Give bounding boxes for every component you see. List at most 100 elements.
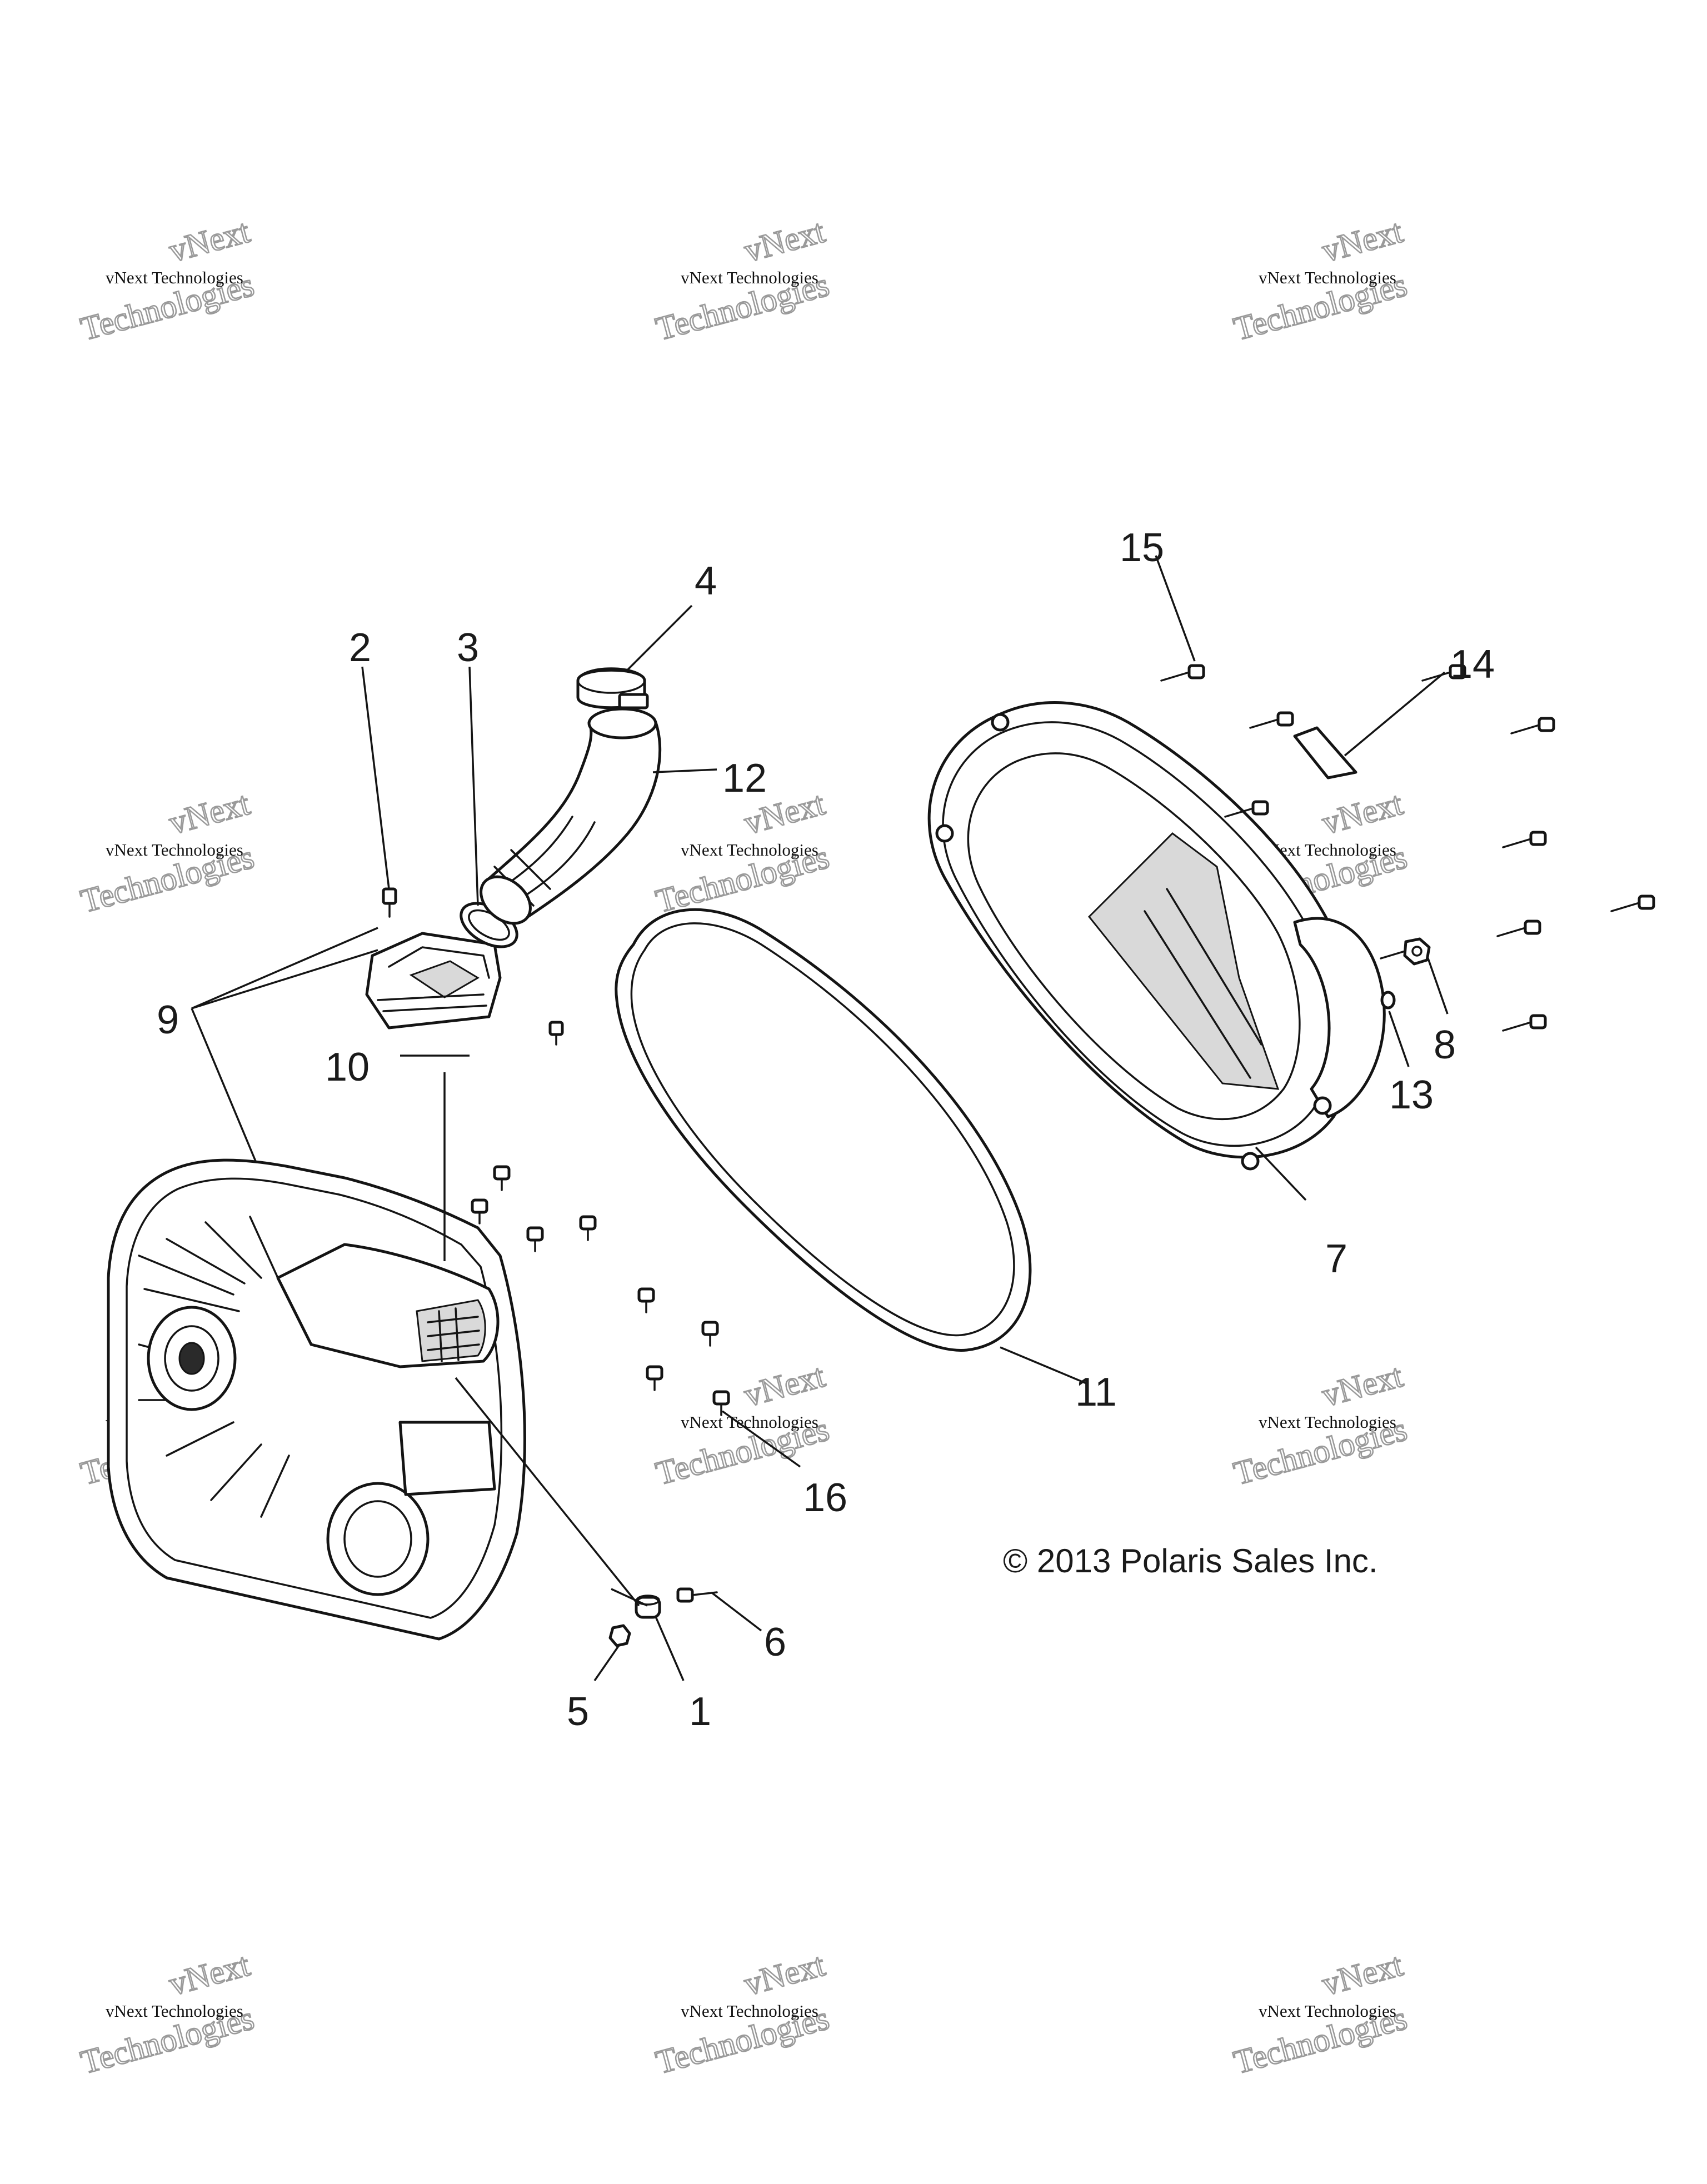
callout-2: 2 [349, 626, 371, 670]
watermark-text: vNext Technologies [106, 2001, 243, 2021]
outer-cover-rib [260, 1455, 290, 1518]
watermark-text: vNext Technologies [1259, 2001, 1396, 2021]
duct-adapter-rib [382, 1004, 487, 1012]
duct-adapter [365, 932, 502, 1029]
belt-inner [630, 922, 1015, 1337]
decal [1293, 726, 1357, 779]
callout-1: 1 [689, 1690, 711, 1734]
hose-bottom-opening [480, 875, 532, 925]
callout-14: 14 [1450, 642, 1495, 687]
hose-rib [510, 849, 551, 890]
duct-adapter-opening [409, 960, 480, 998]
watermark-vnext-outline: vNext [1318, 212, 1406, 269]
bolt [676, 1587, 718, 1603]
watermark-low-right: vNext Technologies vNext Technologies [1229, 1356, 1411, 1492]
bolt [1510, 717, 1555, 734]
inner-cover-bulge [1293, 917, 1386, 1118]
callout-9: 9 [157, 998, 179, 1042]
air-intake-hose [480, 707, 662, 925]
outer-cover-rim [126, 1177, 503, 1619]
bolt [471, 1198, 488, 1225]
inner-cover-inner-wall [967, 752, 1301, 1120]
bolt [526, 1226, 544, 1252]
watermark-bottom-left: vNext Technologies vNext Technologies [76, 1945, 258, 2081]
inner-cover-tab [935, 824, 954, 843]
callout-13: 13 [1389, 1073, 1434, 1117]
callout-4: 4 [695, 559, 717, 603]
watermark-top-right: vNext Technologies vNext Technologies [1229, 212, 1411, 348]
large-clamp-screw [618, 693, 649, 709]
outer-cover-flap [398, 1421, 496, 1496]
watermark-top-left: vNext Technologies vNext Technologies [76, 212, 258, 348]
watermark-bottom-right: vNext Technologies vNext Technologies [1229, 1945, 1411, 2081]
bolt [701, 1321, 719, 1347]
outer-cover-rib [138, 1255, 234, 1296]
watermark-text: vNext Technologies [681, 840, 818, 859]
inner-cover-rim [942, 721, 1335, 1147]
grille-line [427, 1343, 480, 1351]
grille-line [427, 1330, 480, 1337]
inner-cover-duct-edge [1144, 910, 1251, 1079]
watermark-vnext-outline: vNext [165, 1946, 253, 2002]
outer-cover-rib [166, 1421, 234, 1457]
screw [382, 887, 397, 918]
inner-cover-duct-plate [1087, 832, 1280, 1090]
bolt [1502, 1014, 1547, 1032]
watermark-vnext-outline: vNext [740, 212, 828, 269]
large-hose-clamp [576, 667, 649, 709]
leader-lines [191, 555, 1449, 1681]
callout-15: 15 [1120, 526, 1164, 570]
drive-hub-ring [164, 1325, 219, 1392]
watermark-mid-left: vNext Technologies vNext Technologies [76, 784, 258, 920]
duct-adapter-rib [377, 993, 485, 1001]
callout-12: 12 [722, 756, 767, 801]
watermark-vnext-outline: vNext [740, 1946, 828, 2002]
inner-clutch-cover [927, 701, 1386, 1171]
watermark-bottom-center: vNext Technologies vNext Technologies [651, 1945, 833, 2081]
callout-10: 10 [325, 1045, 370, 1089]
watermark-text: vNext Technologies [106, 268, 243, 287]
callout-7: 7 [1325, 1237, 1347, 1281]
callout-16: 16 [803, 1476, 847, 1520]
outer-cover-rib [204, 1221, 262, 1279]
bolt [1496, 919, 1541, 937]
watermark-text: vNext Technologies [681, 2001, 818, 2021]
callout-11: 11 [1075, 1370, 1117, 1415]
watermark-text: vNext Technologies [681, 1412, 818, 1432]
callout-8: 8 [1434, 1023, 1456, 1067]
screw [548, 1021, 564, 1046]
hose-top-opening [587, 707, 657, 739]
nut [608, 1624, 631, 1647]
watermark-top-center: vNext Technologies vNext Technologies [651, 212, 833, 348]
bolt [637, 1287, 655, 1313]
copyright-notice: © 2013 Polaris Sales Inc. [1003, 1542, 1378, 1580]
large-clamp-top [577, 667, 646, 694]
watermark-vnext-outline: vNext [1318, 1946, 1406, 2002]
outer-cover-rib [249, 1216, 279, 1279]
belt-outer [615, 908, 1032, 1352]
grille-line [427, 1316, 479, 1323]
inner-cover-duct-edge [1166, 888, 1262, 1046]
outer-cover-rib [143, 1288, 240, 1312]
bolt [1421, 664, 1466, 682]
drive-belt [615, 908, 1032, 1352]
watermark-vnext-outline: vNext [1318, 784, 1406, 841]
bolt [1610, 894, 1655, 912]
bolt [646, 1365, 663, 1391]
outer-clutch-cover [107, 1158, 526, 1641]
grommet [635, 1595, 661, 1619]
driven-hub [326, 1482, 430, 1596]
bolt [1160, 664, 1205, 682]
watermark-vnext-outline: vNext [1318, 1357, 1406, 1413]
callout-6: 6 [764, 1620, 786, 1665]
watermark-text: vNext Technologies [106, 840, 243, 859]
callout-3: 3 [457, 626, 479, 670]
bolt [1502, 831, 1547, 848]
bolt [1224, 800, 1269, 818]
watermark-vnext-outline: vNext [165, 784, 253, 841]
watermark-vnext-outline: vNext [165, 212, 253, 269]
grille-line [455, 1307, 460, 1361]
inner-cover-tab [1241, 1152, 1260, 1171]
watermark-vnext-outline: vNext [740, 1357, 828, 1413]
